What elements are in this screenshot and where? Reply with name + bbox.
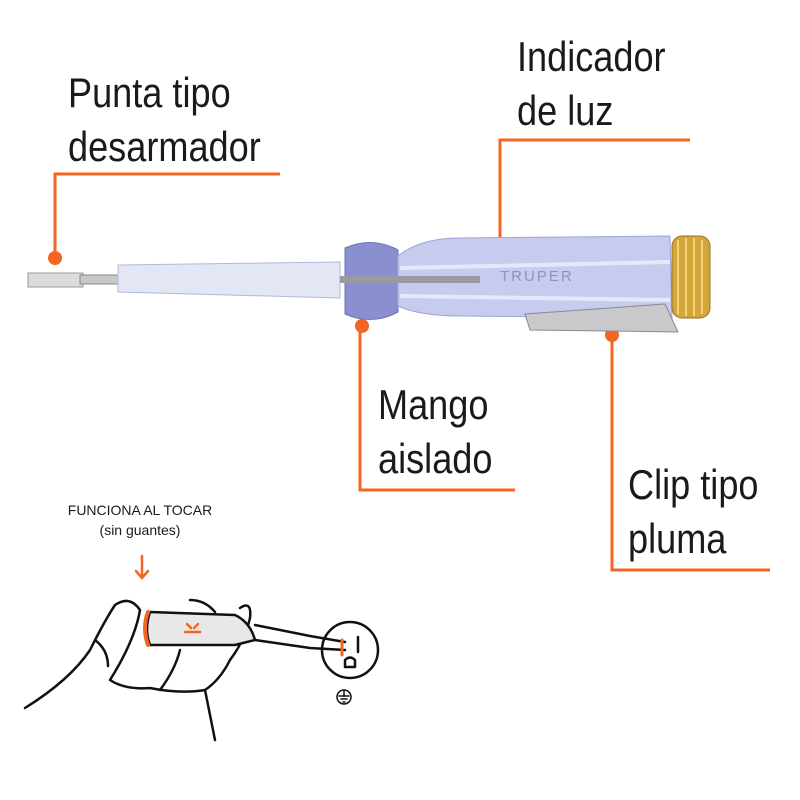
light-indicator-icon <box>183 622 202 634</box>
usage-note: FUNCIONA AL TOCAR (sin guantes) <box>30 500 250 540</box>
brass-cap <box>671 235 711 319</box>
tip-leader-dot <box>48 251 62 265</box>
usage-note-line1: FUNCIONA AL TOCAR <box>67 502 213 518</box>
handle-label: Mango aislado <box>378 378 492 486</box>
screwdriver-tip <box>27 272 84 288</box>
brand-mark: TRUPER <box>500 268 574 285</box>
tip-label: Punta tipo desarmador <box>68 66 261 174</box>
indicator-label-line1: Indicador <box>517 33 666 80</box>
ground-icon <box>336 689 352 705</box>
voltage-tester-screwdriver <box>27 235 711 333</box>
indicator-leader-line <box>498 138 690 243</box>
tester-body-outline <box>145 610 257 647</box>
handle-leader-dot <box>355 319 369 333</box>
indicator-label-line2: de luz <box>517 87 614 134</box>
pen-clip <box>524 303 679 333</box>
usage-illustration <box>23 554 380 742</box>
handle-nose <box>117 261 341 299</box>
clip-label: Clip tipo pluma <box>628 458 759 566</box>
handle-inner-rod <box>340 276 480 283</box>
tip-leader-line <box>53 172 280 255</box>
clip-label-line1: Clip tipo <box>628 461 759 508</box>
down-arrow-icon <box>134 554 150 580</box>
outlet-icon <box>320 620 380 680</box>
indicator-label: Indicador de luz <box>517 30 666 138</box>
handle-label-line1: Mango <box>378 381 489 428</box>
leader-lines <box>53 138 770 572</box>
handle-label-line2: aislado <box>378 435 493 482</box>
tip-label-line1: Punta tipo <box>68 69 231 116</box>
handle-leader-line <box>358 327 515 492</box>
tip-label-line2: desarmador <box>68 123 261 170</box>
clip-label-line2: pluma <box>628 515 727 562</box>
clip-leader-line <box>610 335 770 572</box>
usage-note-line2: (sin guantes) <box>99 522 181 538</box>
tester-shaft-outline <box>253 623 347 652</box>
